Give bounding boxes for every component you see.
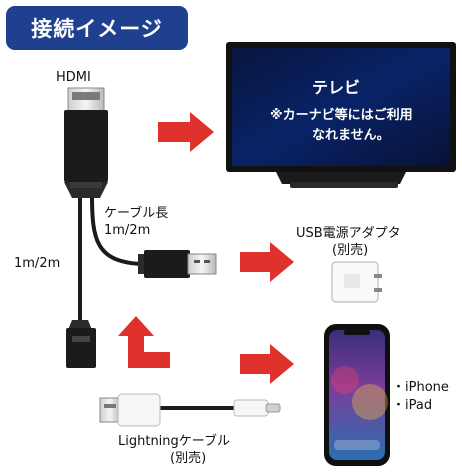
- cable-length-label-line2: 1m/2m: [104, 223, 151, 238]
- lightning-cable-label: Lightningケーブル: [118, 434, 231, 449]
- usb-adapter-note: (別売): [332, 243, 369, 258]
- device-item-ipad: ・iPad: [392, 398, 433, 413]
- power-adapter-icon: [331, 261, 382, 303]
- cable-length-label-line1: ケーブル長: [104, 206, 169, 221]
- lightning-cable-note: (別売): [170, 451, 207, 466]
- hdmi-plug-icon: [64, 87, 108, 198]
- hdmi-label: HDMI: [56, 70, 91, 85]
- usb-adapter-label: USB電源アダプタ: [296, 226, 401, 241]
- side-length-label: 1m/2m: [14, 256, 61, 271]
- device-item-iphone: ・iPhone: [392, 380, 449, 395]
- lightning-plug-icon: [99, 393, 281, 427]
- iphone-icon: [324, 324, 390, 466]
- page-title: 接続イメージ: [6, 6, 188, 50]
- usb-plug-icon: [138, 250, 217, 278]
- tv-icon: [226, 42, 456, 188]
- red-arrow-icon: [118, 112, 294, 384]
- lightning-receptacle-icon: [66, 320, 96, 368]
- tv-title: テレビ: [312, 78, 361, 97]
- tv-note-line2: なれません。: [312, 128, 390, 143]
- tv-note-line1: ※カーナビ等にはご利用: [270, 108, 413, 123]
- cable-lines: [78, 193, 240, 410]
